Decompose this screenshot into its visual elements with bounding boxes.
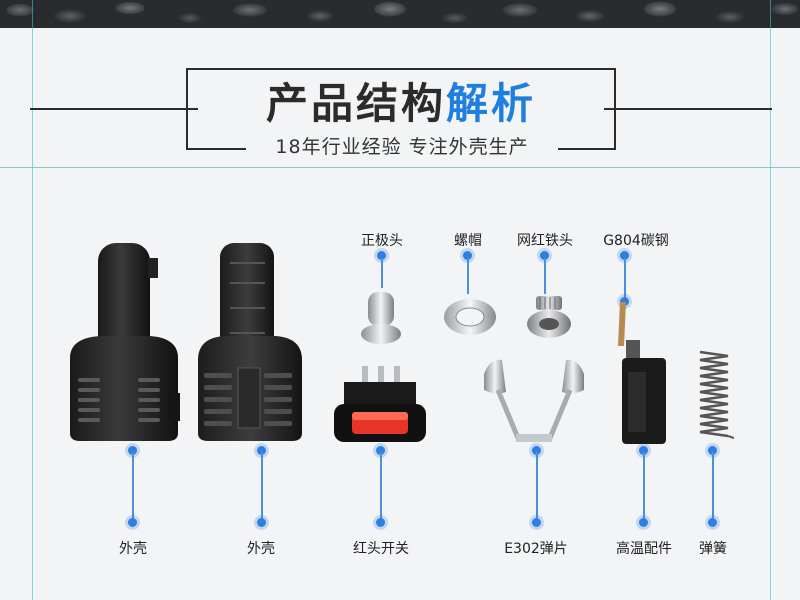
callout-dot — [377, 251, 386, 260]
iron-head-image — [527, 296, 571, 338]
callout-lead — [467, 258, 469, 294]
callout-lead — [536, 452, 538, 522]
nut-image — [444, 299, 496, 335]
guide-line-horizontal — [0, 167, 800, 168]
positive-head-image — [361, 292, 401, 344]
label-shell-2: 外壳 — [247, 541, 275, 557]
callout-dot — [463, 251, 472, 260]
callout-dot — [257, 518, 266, 527]
guide-line-left — [32, 0, 33, 600]
callout-dot — [376, 446, 385, 455]
callout-dot — [639, 446, 648, 455]
callout-dot — [540, 251, 549, 260]
shell-inner-image — [198, 243, 302, 441]
callout-dot — [708, 518, 717, 527]
subtitle: 18年行业经验 专注外壳生产 — [275, 136, 529, 158]
title-accent: 解析 — [446, 79, 537, 128]
callout-dot — [257, 446, 266, 455]
label-e302-clip: E302弹片 — [504, 541, 568, 557]
label-high-temp-part: 高温配件 — [616, 541, 672, 557]
stone-texture-banner — [0, 0, 800, 28]
spring-image — [699, 350, 734, 439]
callout-dot — [620, 297, 629, 306]
high-temp-part-image — [618, 302, 666, 444]
callout-dot — [376, 518, 385, 527]
callout-lead — [380, 452, 382, 522]
callout-lead — [712, 452, 714, 522]
callout-lead — [643, 452, 645, 522]
callout-lead — [132, 452, 134, 522]
callout-dot — [708, 446, 717, 455]
callout-lead — [624, 258, 626, 298]
title-rule-left — [30, 108, 198, 110]
subtitle-rule-right — [558, 148, 616, 150]
label-spring: 弹簧 — [699, 541, 727, 557]
shell-outer-image — [70, 243, 180, 441]
label-iron-head: 网红铁头 — [517, 233, 573, 249]
page-title: 产品结构解析 — [198, 74, 604, 134]
callout-dot — [620, 251, 629, 260]
label-carbon-steel: G804碳钢 — [603, 233, 669, 249]
callout-lead — [381, 258, 383, 288]
title-rule-right — [604, 108, 772, 110]
title-main: 产品结构 — [265, 79, 446, 128]
label-red-switch: 红头开关 — [353, 541, 409, 557]
callout-dot — [639, 518, 648, 527]
callout-dot — [532, 446, 541, 455]
subtitle-rule-left — [186, 148, 246, 150]
e302-clip-image — [484, 359, 584, 442]
callout-dot — [128, 518, 137, 527]
callout-lead — [261, 452, 263, 522]
red-switch-image — [334, 366, 426, 442]
callout-dot — [128, 446, 137, 455]
callout-dot — [532, 518, 541, 527]
label-positive-head: 正极头 — [361, 233, 403, 249]
callout-lead — [544, 258, 546, 294]
label-nut: 螺帽 — [454, 233, 482, 249]
label-shell-1: 外壳 — [119, 541, 147, 557]
guide-line-right — [770, 0, 771, 600]
